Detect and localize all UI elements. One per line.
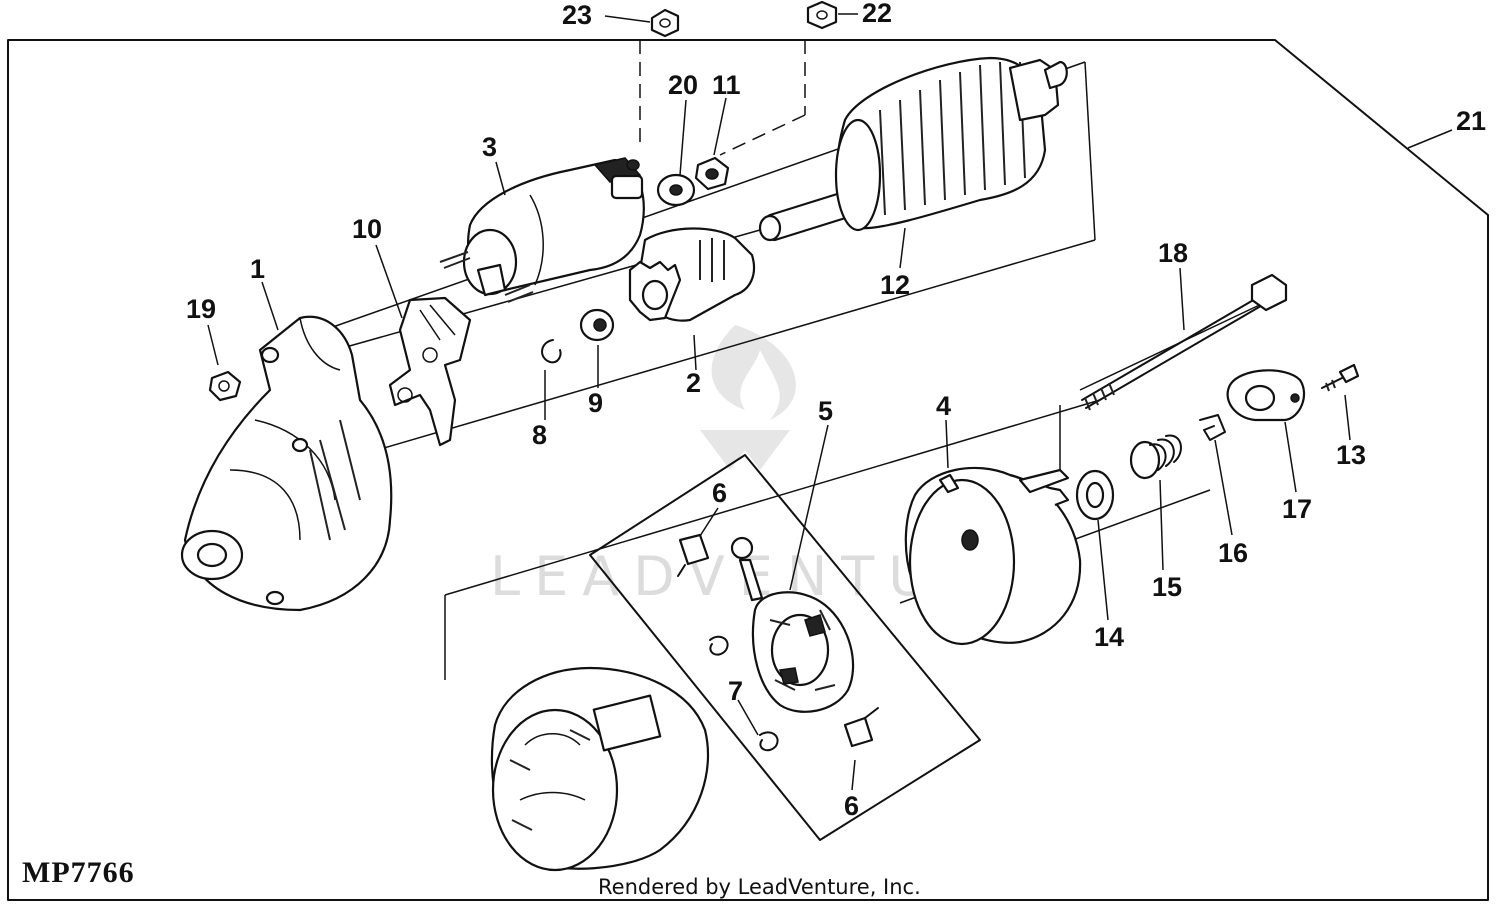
callout-6-top: 6 bbox=[712, 478, 727, 508]
callout-16: 16 bbox=[1218, 538, 1248, 568]
callout-9: 9 bbox=[588, 388, 603, 418]
callout-7: 7 bbox=[728, 676, 743, 706]
callout-21: 21 bbox=[1456, 106, 1486, 136]
callout-3: 3 bbox=[482, 132, 497, 162]
leader-lines bbox=[207, 13, 1453, 791]
brush-spring-upper bbox=[709, 635, 729, 656]
brush-spring-lower bbox=[759, 731, 779, 752]
brush-holder bbox=[730, 536, 855, 713]
nut-11 bbox=[694, 156, 730, 191]
nut-19 bbox=[208, 370, 242, 402]
drive-end-housing bbox=[180, 315, 393, 612]
callout-18: 18 bbox=[1158, 238, 1188, 268]
through-bolt bbox=[1081, 273, 1288, 411]
brush-holder-box bbox=[589, 454, 981, 841]
washer-14 bbox=[1075, 469, 1115, 521]
stop-collar bbox=[579, 308, 615, 342]
callout-14: 14 bbox=[1094, 622, 1124, 652]
callout-12: 12 bbox=[880, 270, 910, 300]
end-cover bbox=[1226, 369, 1306, 422]
brush-top bbox=[677, 533, 710, 577]
callout-10: 10 bbox=[352, 214, 382, 244]
callout-8: 8 bbox=[532, 420, 547, 450]
credit-text: Rendered by LeadVenture, Inc. bbox=[598, 875, 921, 899]
callout-6-bottom: 6 bbox=[844, 791, 859, 821]
solenoid bbox=[439, 157, 645, 303]
callout-labels: 1 2 3 4 5 6 6 7 8 9 10 11 12 13 14 15 16… bbox=[186, 0, 1486, 821]
callout-22: 22 bbox=[862, 0, 892, 28]
callout-17: 17 bbox=[1282, 494, 1312, 524]
assembly-border bbox=[7, 39, 1489, 901]
clip bbox=[1199, 414, 1226, 441]
callout-2: 2 bbox=[686, 368, 701, 398]
callout-1: 1 bbox=[250, 254, 265, 284]
pinion-clutch bbox=[628, 227, 756, 322]
screw bbox=[1321, 363, 1360, 392]
washer-20 bbox=[656, 173, 696, 207]
nut-22 bbox=[806, 0, 838, 30]
callout-23: 23 bbox=[562, 0, 592, 30]
callout-13: 13 bbox=[1336, 440, 1366, 470]
brush-bottom bbox=[843, 707, 879, 748]
spring bbox=[1129, 434, 1182, 480]
callout-11: 11 bbox=[712, 70, 741, 100]
callout-4: 4 bbox=[936, 391, 951, 421]
shift-lever bbox=[388, 296, 472, 447]
callout-15: 15 bbox=[1152, 572, 1182, 602]
callout-20: 20 bbox=[668, 70, 698, 100]
callout-5: 5 bbox=[818, 396, 833, 426]
callout-19: 19 bbox=[186, 294, 216, 324]
nut-23 bbox=[650, 8, 680, 38]
commutator-end-frame bbox=[904, 466, 1082, 646]
armature bbox=[758, 56, 1068, 242]
field-frame bbox=[490, 666, 710, 872]
diagram-code: MP7766 bbox=[22, 856, 135, 889]
snap-ring bbox=[541, 339, 562, 364]
